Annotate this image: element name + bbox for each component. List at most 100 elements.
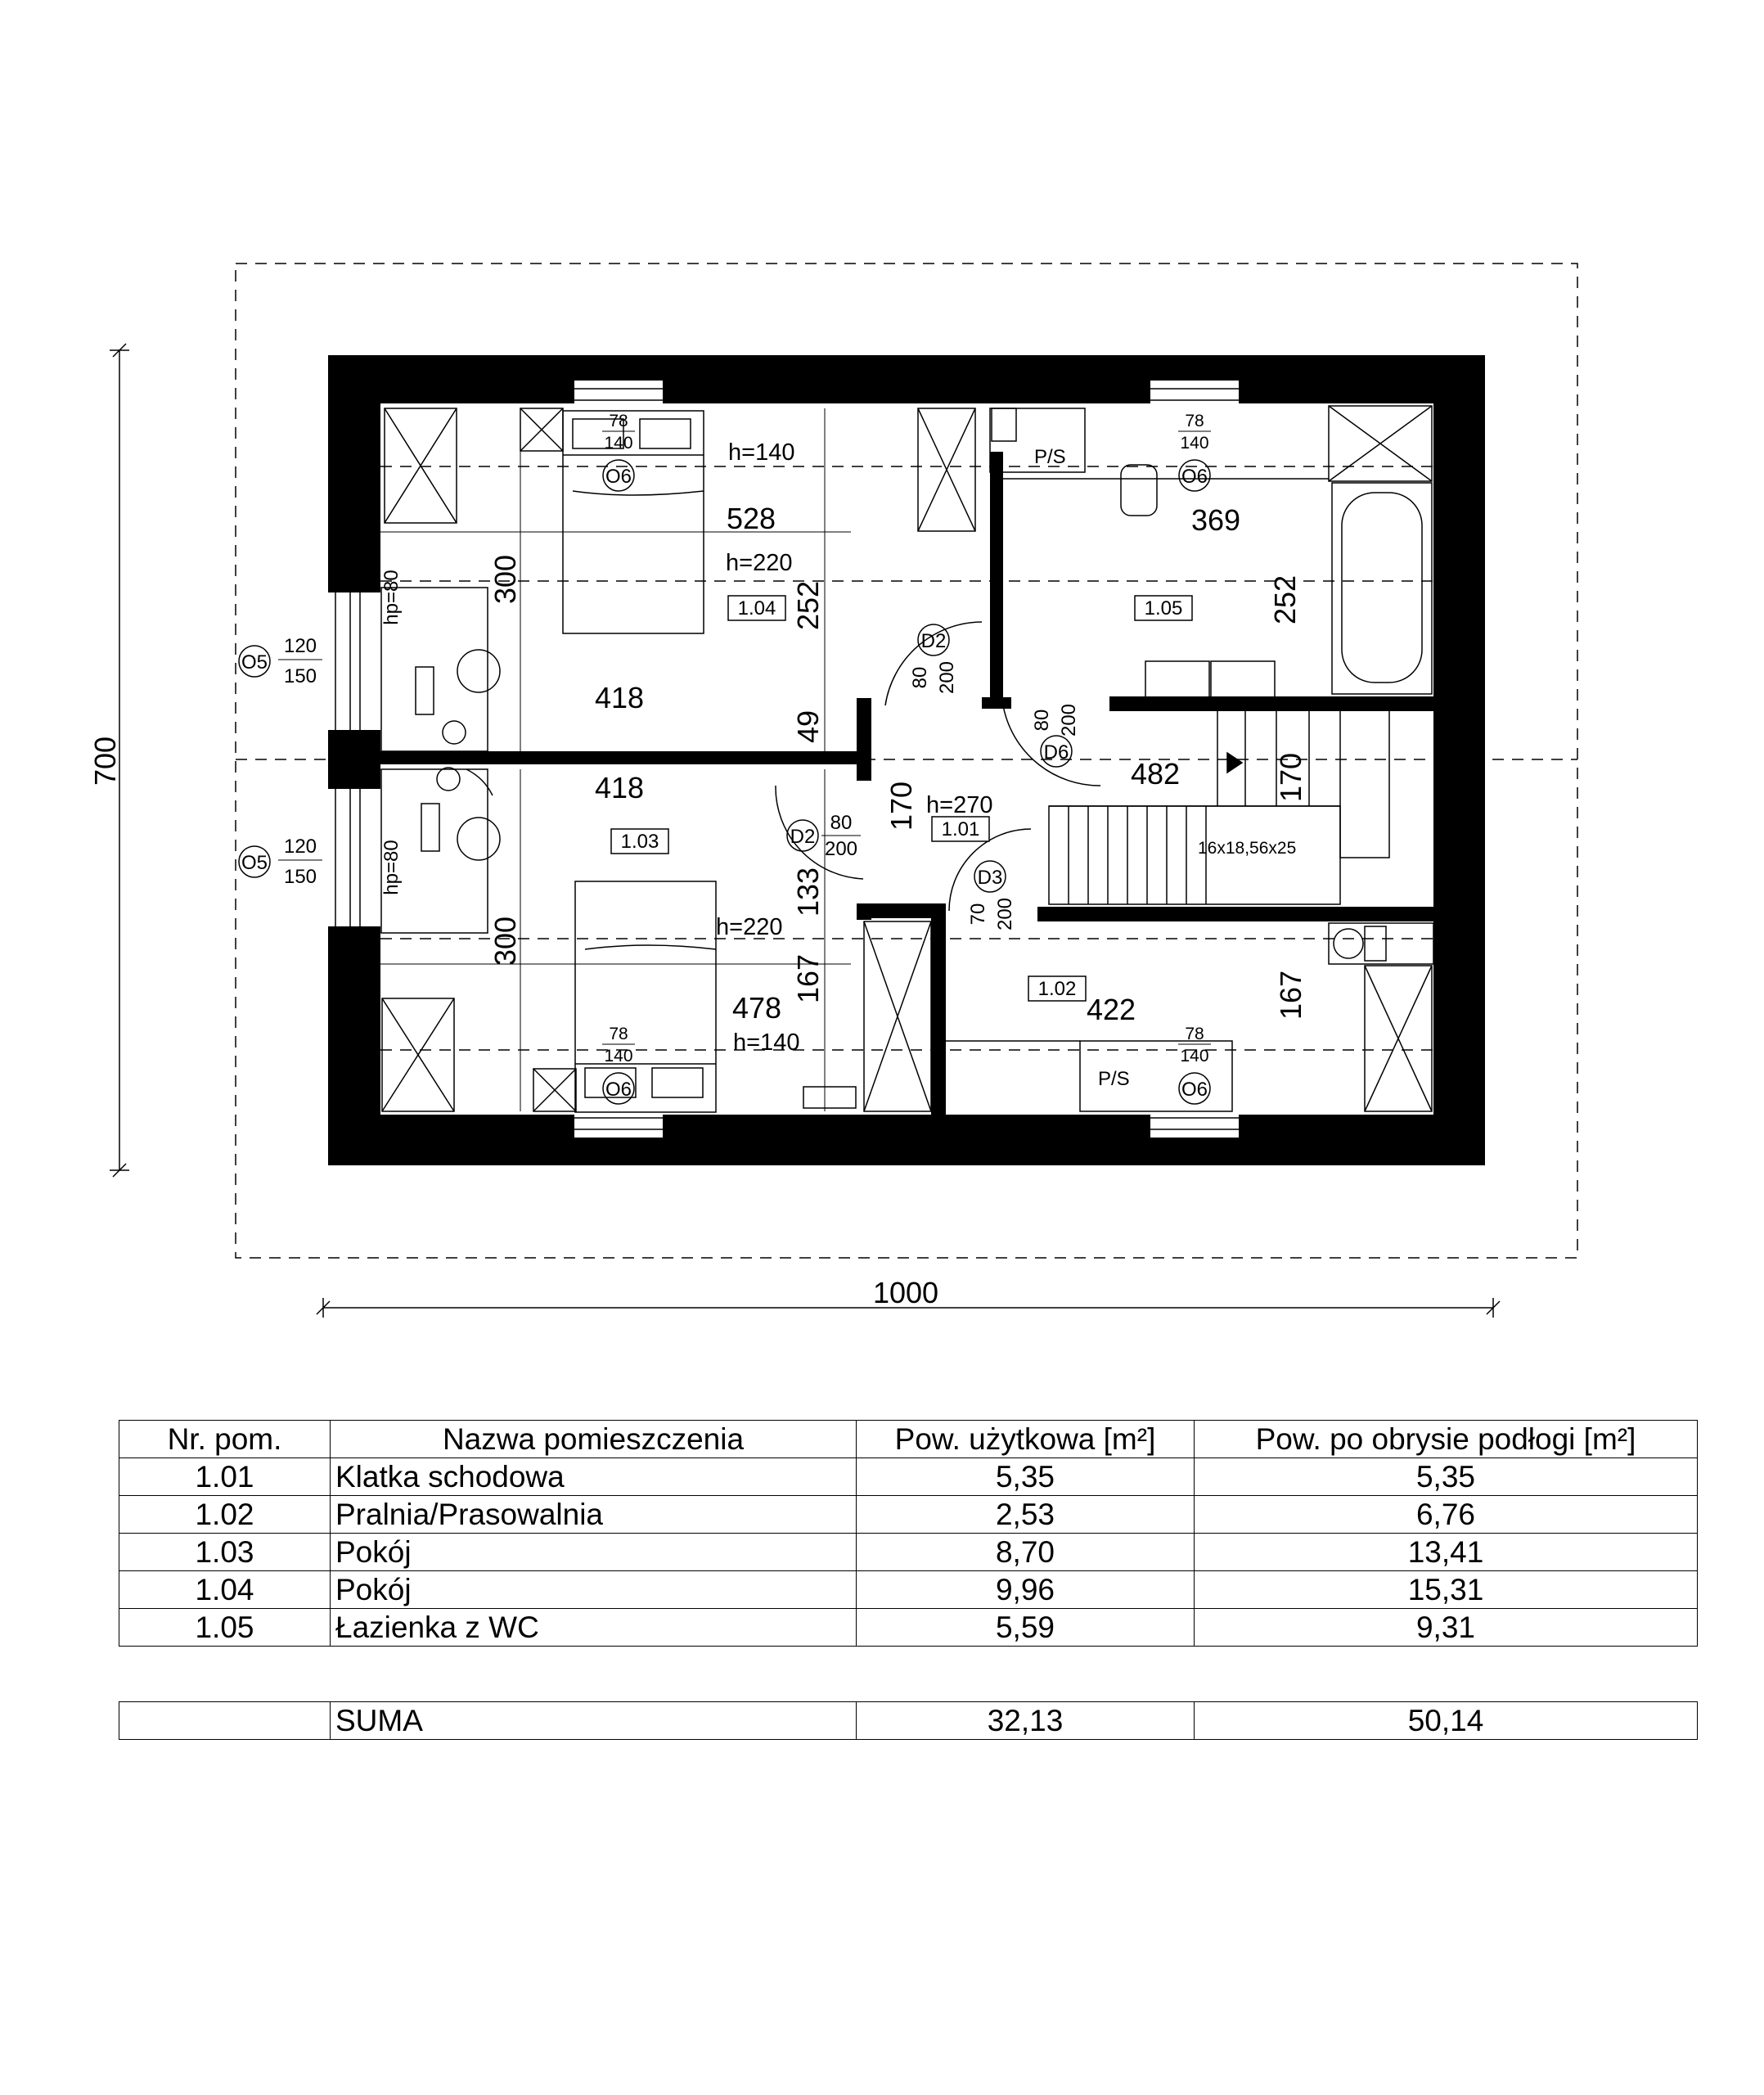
- window-openings: [323, 381, 1239, 1138]
- cell-nr: 1.02: [119, 1495, 331, 1534]
- dim-49: 49: [791, 710, 825, 743]
- dim-418: 418: [595, 771, 644, 804]
- overall-width-dimension: [316, 1298, 1501, 1318]
- dim-478: 478: [732, 991, 781, 1025]
- window-tag-o6: O6: [1181, 466, 1208, 488]
- cell-usable: 8,70: [856, 1533, 1195, 1571]
- dim-252: 252: [1268, 575, 1302, 624]
- window-width: 78: [1185, 412, 1204, 430]
- window-height: 150: [284, 866, 317, 888]
- cell-name: Łazienka z WC: [330, 1608, 857, 1647]
- sum-label: SUMA: [330, 1701, 857, 1740]
- table-header-row: Nr. pom. Nazwa pomieszczenia Pow. użytko…: [119, 1420, 1698, 1458]
- door-swings: [466, 621, 1101, 912]
- sill-height-labels: hp=80 hp=80: [380, 570, 403, 894]
- roof-outline: [235, 263, 1578, 1259]
- overall-depth-dimension: [110, 343, 129, 1178]
- door-width: 80: [830, 812, 853, 834]
- door-width: 70: [967, 903, 989, 926]
- ventilation-shaft-label: P/S: [1098, 1068, 1130, 1090]
- dim-133: 133: [791, 867, 825, 917]
- window-tag-o6: O6: [1181, 1079, 1208, 1101]
- staircase: [1048, 711, 1390, 905]
- bed-room-104: [562, 410, 704, 634]
- cell-nr: 1.03: [119, 1533, 331, 1571]
- header-name: Nazwa pomieszczenia: [330, 1420, 857, 1458]
- room-labels: 1.04 1.05 1.03 1.01 1.02: [610, 595, 1193, 1002]
- desk-room-104: [380, 587, 501, 752]
- dim-369: 369: [1191, 503, 1240, 537]
- sum-row: SUMA 32,13 50,14: [119, 1701, 1698, 1740]
- cell-name: Klatka schodowa: [330, 1457, 857, 1496]
- cell-floor: 6,76: [1194, 1495, 1698, 1534]
- dim-170: 170: [884, 782, 918, 831]
- sum-usable: 32,13: [856, 1701, 1195, 1740]
- bathtub: [1328, 405, 1433, 695]
- window-width: 78: [609, 412, 628, 430]
- height-labels: h=140 h=220 h=220 h=140 h=270: [716, 439, 992, 1056]
- overall-depth: 700: [88, 737, 122, 786]
- window-width: 120: [284, 836, 317, 858]
- cell-floor: 13,41: [1194, 1533, 1698, 1571]
- window-height: 140: [1180, 434, 1208, 453]
- wardrobe-room-103: [381, 921, 932, 1112]
- laundry-appliances: [946, 922, 1434, 1112]
- cell-usable: 9,96: [856, 1570, 1195, 1609]
- window-tags: 78 140 O6 78 140 O6 78 140 O6 78 140 O6 …: [238, 412, 1211, 1105]
- room-label-101: 1.01: [942, 818, 980, 840]
- cell-floor: 15,31: [1194, 1570, 1698, 1609]
- window-width: 78: [609, 1025, 628, 1043]
- room-label-105: 1.05: [1145, 597, 1183, 619]
- cell-usable: 5,35: [856, 1457, 1195, 1496]
- cell-nr: 1.04: [119, 1570, 331, 1609]
- cell-name: Pokój: [330, 1533, 857, 1571]
- dim-167: 167: [1274, 971, 1307, 1020]
- window-height: 150: [284, 665, 317, 687]
- window-width: 120: [284, 635, 317, 657]
- interior-walls: [380, 452, 1433, 1115]
- window-width: 78: [1185, 1025, 1204, 1043]
- sill-height: hp=80: [380, 840, 403, 894]
- cell-usable: 2,53: [856, 1495, 1195, 1534]
- sum-empty-cell: [119, 1701, 331, 1740]
- window-tag-o5: O5: [241, 651, 268, 674]
- window-tag-o6: O6: [605, 1079, 632, 1101]
- table-row: 1.03 Pokój 8,70 13,41: [119, 1533, 1698, 1571]
- door-width: 80: [909, 667, 931, 689]
- dim-482: 482: [1131, 757, 1180, 791]
- dim-252: 252: [791, 581, 825, 630]
- door-height: 200: [1058, 704, 1080, 737]
- door-tag-d2: D2: [921, 630, 947, 652]
- window-height: 140: [604, 434, 632, 453]
- window-height: 140: [604, 1047, 632, 1066]
- header-floor-area: Pow. po obrysie podłogi [m²]: [1194, 1420, 1698, 1458]
- dimension-labels: 528 418 418 478 369 482 422 300 300 252 …: [488, 502, 1307, 1026]
- height-label: h=270: [926, 792, 992, 818]
- window-tag-o5: O5: [241, 852, 268, 874]
- toilet-and-sinks: [989, 408, 1329, 698]
- height-label: h=220: [726, 550, 792, 576]
- stairs-spec: 16x18,56x25: [1198, 839, 1296, 858]
- dim-528: 528: [727, 502, 776, 535]
- cell-nr: 1.01: [119, 1457, 331, 1496]
- dim-170: 170: [1274, 753, 1307, 802]
- height-label: h=220: [716, 914, 782, 940]
- overall-width: 1000: [873, 1276, 938, 1309]
- cell-floor: 5,35: [1194, 1457, 1698, 1496]
- door-tags: D2 80 200 D6 80 200 D2 80 200 D3 70 200: [786, 624, 1080, 930]
- cell-usable: 5,59: [856, 1608, 1195, 1647]
- header-usable-area: Pow. użytkowa [m²]: [856, 1420, 1195, 1458]
- cell-name: Pokój: [330, 1570, 857, 1609]
- room-label-104: 1.04: [738, 597, 776, 619]
- ventilation-shaft-label: P/S: [1034, 446, 1066, 468]
- cell-floor: 9,31: [1194, 1608, 1698, 1647]
- room-label-103: 1.03: [621, 831, 659, 853]
- door-tag-d6: D6: [1044, 741, 1069, 764]
- door-height: 200: [936, 661, 958, 694]
- desk-room-103: [380, 767, 501, 934]
- door-tag-d2: D2: [790, 826, 816, 848]
- sum-table: SUMA 32,13 50,14: [119, 1701, 1698, 1740]
- table-row: 1.01 Klatka schodowa 5,35 5,35: [119, 1457, 1698, 1496]
- dim-418: 418: [595, 681, 644, 714]
- cell-nr: 1.05: [119, 1608, 331, 1647]
